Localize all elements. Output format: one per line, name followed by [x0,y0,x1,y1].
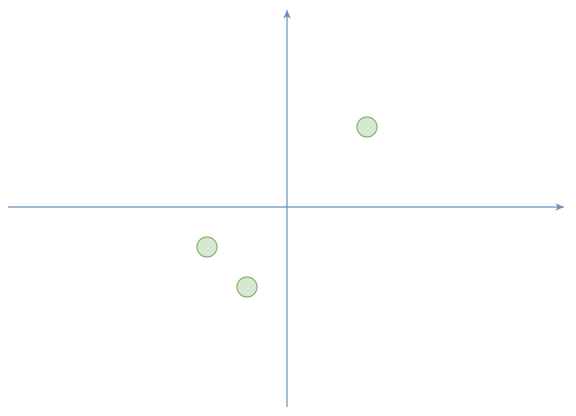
data-point-1 [356,116,378,138]
data-point-3 [236,276,258,298]
points-layer [196,116,378,298]
data-point-2 [196,236,218,258]
